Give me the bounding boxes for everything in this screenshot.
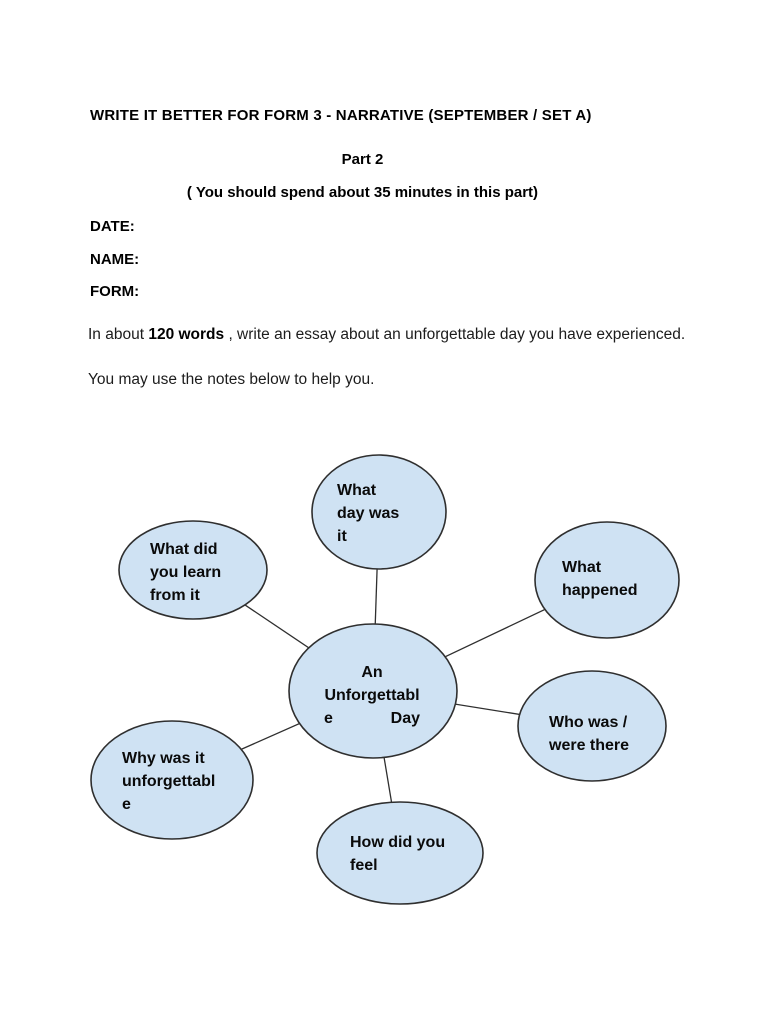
node-label-line: happened [562, 582, 638, 599]
node-label-why-unforgettable: Why was it unforgettabl e [122, 747, 215, 816]
node-label-line: Why was it [122, 750, 205, 767]
instruction-word-count: 120 words [148, 326, 225, 343]
node-label-line: day was [337, 505, 400, 522]
instruction-prefix: In about [88, 326, 149, 343]
node-label-line: you learn [150, 564, 222, 581]
instruction-suffix: , write an essay about an unforgettable … [224, 326, 686, 343]
node-ellipse-how-feel [316, 801, 484, 905]
node-label-line: How did you [350, 834, 446, 851]
node-label-how-feel: How did you feel [350, 831, 445, 877]
node-label-line: from it [150, 587, 200, 604]
node-label-what-learn: What did you learn from it [150, 538, 221, 607]
node-ellipse-what-happened [534, 521, 680, 639]
name-label: NAME: [90, 251, 140, 268]
node-label-line: it [337, 528, 347, 545]
node-label-line: Day [390, 710, 420, 727]
node-label-line: feel [350, 857, 378, 874]
node-label-line: were there [549, 737, 630, 754]
node-ellipse-what-learn [118, 520, 268, 620]
node-label-line: unforgettabl [122, 773, 216, 790]
part-heading: Part 2 [341, 151, 384, 168]
date-label: DATE: [90, 218, 135, 235]
node-label-split-line: e Day [322, 707, 422, 730]
node-ellipse-who-was [517, 670, 667, 782]
node-label-line: What did [150, 541, 218, 558]
node-label-line: What [562, 559, 602, 576]
node-label-what-day: What day was it [337, 479, 399, 548]
node-label-what-happened: What happened [562, 556, 638, 602]
instruction-paragraph: In about 120 words , write an essay abou… [88, 326, 685, 344]
time-allocation-note: ( You should spend about 35 minutes in t… [186, 184, 539, 201]
node-ellipse-what-day [311, 454, 447, 570]
node-label-who-was: Who was / were there [549, 711, 629, 757]
document-title: WRITE IT BETTER FOR FORM 3 - NARRATIVE (… [90, 107, 592, 124]
form-label: FORM: [90, 283, 140, 300]
node-label-center: An Unforgettabl e Day [322, 661, 422, 730]
notes-hint-paragraph: You may use the notes below to help you. [88, 371, 375, 388]
node-label-line: Who was / [549, 714, 628, 731]
node-ellipse-why-unforgettable [90, 720, 254, 840]
node-label-line: Unforgettabl [324, 687, 420, 704]
node-ellipse-center [288, 623, 458, 759]
node-label-line: e [324, 710, 333, 727]
node-label-line: e [122, 796, 131, 813]
node-label-line: What [337, 482, 377, 499]
node-label-line: An [361, 664, 383, 681]
